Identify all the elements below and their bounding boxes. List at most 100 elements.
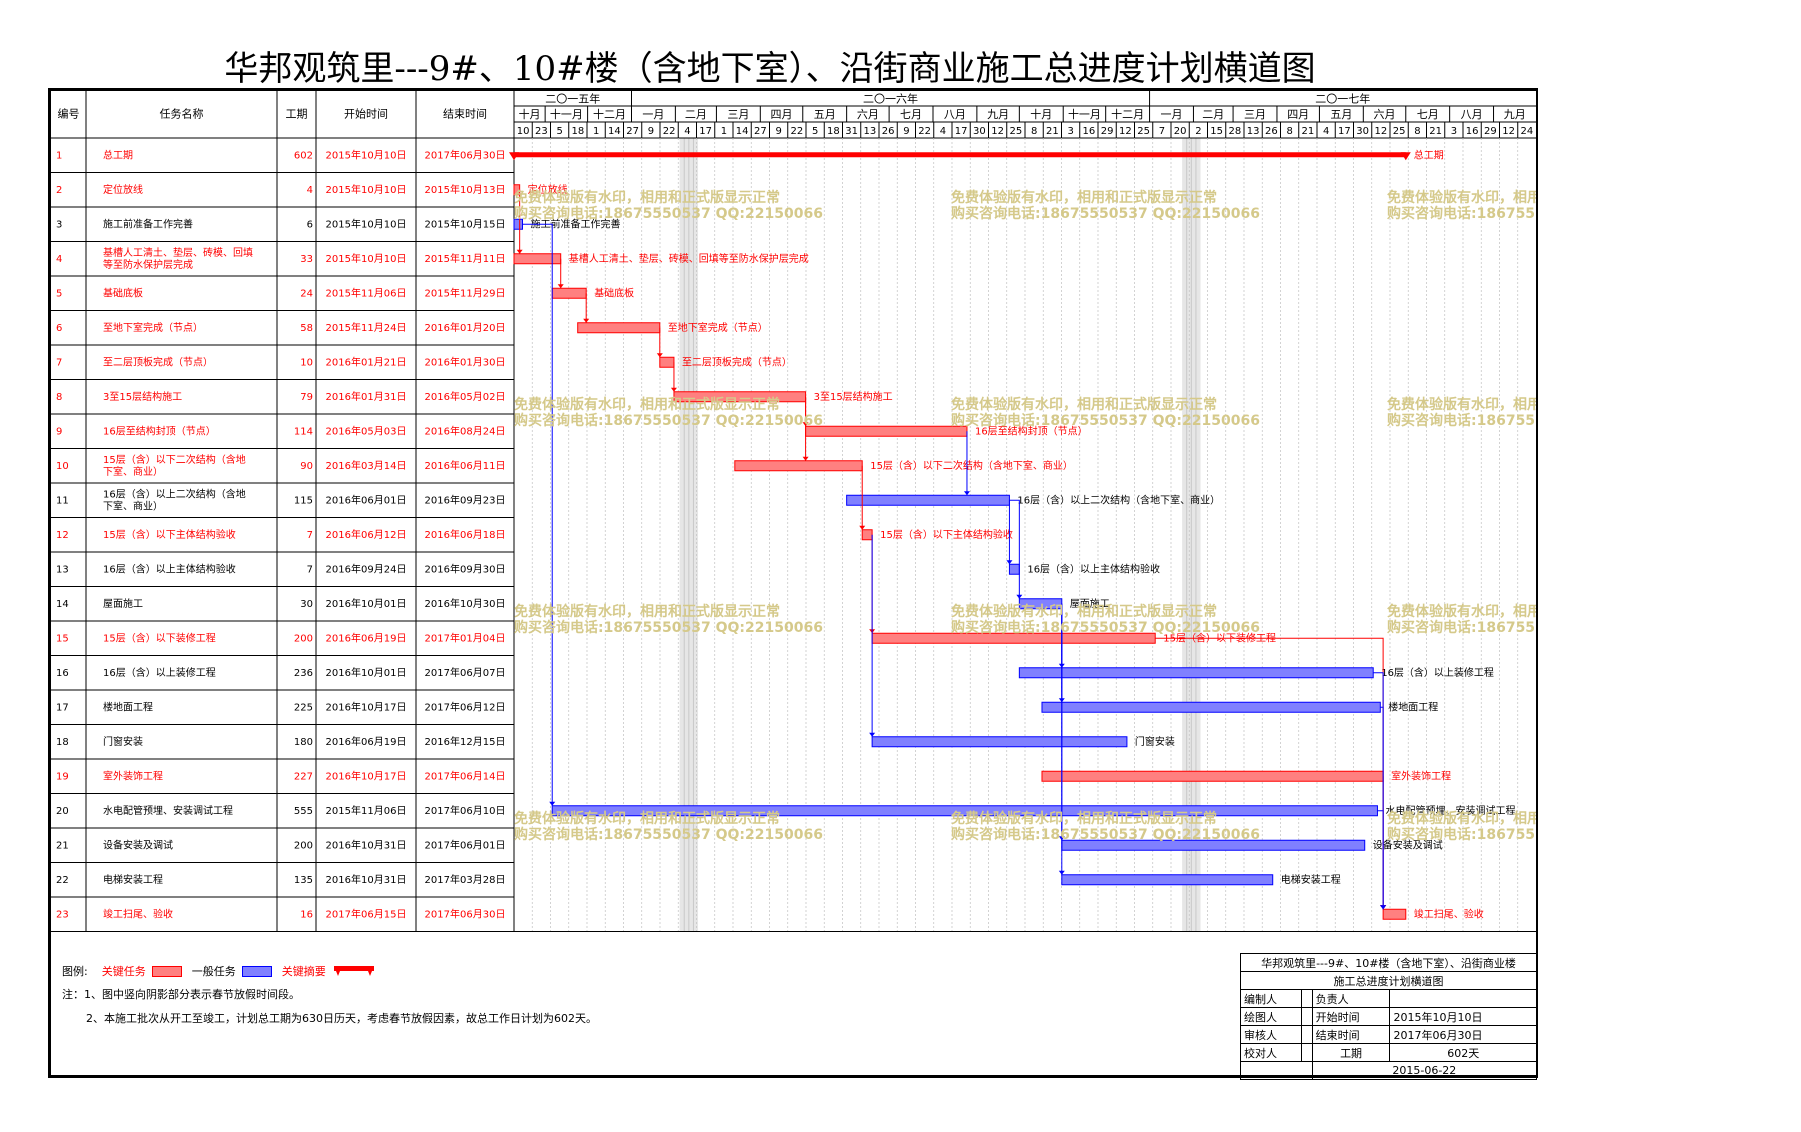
task-id: 10 [56, 461, 69, 472]
month-label: 五月 [1330, 108, 1352, 121]
task-duration: 236 [294, 668, 313, 679]
task-bar [513, 253, 562, 265]
day-tick-label: 30 [1356, 126, 1369, 137]
task-bar-label: 16层至结构封顶（节点） [975, 424, 1088, 437]
task-bar [846, 494, 1010, 506]
task-name: 16层（含）以上装修工程 [103, 666, 216, 679]
watermark-line: 免费体验版有水印，相用和正式版显示正常 [951, 603, 1217, 620]
day-tick-label: 30 [973, 126, 986, 137]
task-name: 总工期 [103, 148, 133, 161]
month-label: 三月 [1244, 108, 1266, 121]
watermark-line: 免费体验版有水印，相用和正式版显示正常 [951, 189, 1217, 206]
dependency-arrow [1058, 698, 1065, 703]
day-tick-label: 3 [1451, 126, 1457, 137]
task-end: 2017年06月30日 [425, 148, 506, 161]
task-end: 2016年06月11日 [425, 459, 506, 472]
task-bar [805, 425, 968, 437]
title-block-drawing: 施工总进度计划横道图 [1240, 971, 1537, 990]
day-tick-label: 4 [940, 126, 946, 137]
task-bar-label: 基槽人工清土、垫层、砖模、回填等至防水保护层完成 [569, 252, 809, 265]
task-bar-label: 至二层顶板完成（节点） [682, 355, 792, 368]
task-end: 2016年06月18日 [425, 528, 506, 541]
day-tick-label: 21 [1429, 126, 1442, 137]
day-tick-label: 4 [684, 126, 690, 137]
task-duration: 114 [294, 426, 313, 437]
task-end: 2017年01月04日 [425, 631, 506, 644]
task-name: 室外装饰工程 [103, 769, 163, 782]
column-header-start: 开始时间 [344, 107, 388, 121]
task-start: 2016年06月12日 [326, 528, 407, 541]
day-tick-label: 7 [1159, 126, 1165, 137]
task-end: 2015年10月15日 [425, 217, 506, 230]
month-label: 二月 [685, 108, 707, 121]
task-id: 7 [56, 357, 62, 368]
watermark-line: 免费体验版有水印，相用和正式版显示正常 [951, 810, 1217, 827]
dependency-arrow [1016, 594, 1023, 599]
watermark-line: 免费体验版有水印，相用和正式版显示正常 [1387, 603, 1536, 620]
task-id: 12 [56, 530, 69, 541]
task-bar-label: 16层（含）以上主体结构验收 [1027, 562, 1160, 575]
legend-critical-task-swatch [151, 965, 182, 977]
task-start: 2016年10月17日 [326, 769, 407, 782]
month-label: 一月 [642, 108, 664, 121]
legend-critical-task-label: 关键任务 [101, 965, 146, 978]
task-bar-label: 门窗安装 [1135, 735, 1175, 748]
dependency-arrow [583, 318, 590, 323]
task-duration: 227 [294, 771, 313, 782]
day-tick-label: 26 [882, 126, 895, 137]
dependency-arrow [1058, 870, 1065, 875]
title-block-value: 2015年10月10日 [1389, 1007, 1537, 1026]
month-label: 四月 [1287, 108, 1309, 121]
column-header-name: 任务名称 [160, 107, 204, 121]
title-block-value: 2017年06月30日 [1389, 1025, 1537, 1044]
task-duration: 90 [300, 461, 313, 472]
task-bar-label: 竣工扫尾、验收 [1414, 907, 1484, 920]
task-name: 16层（含）以上主体结构验收 [103, 562, 236, 575]
task-start: 2016年10月17日 [326, 700, 407, 713]
task-bar [861, 529, 873, 541]
month-label: 一月 [1161, 108, 1183, 121]
month-label: 十二月 [1111, 107, 1144, 121]
watermark-line: 购买咨询电话:18675550537 QQ:22150066 [514, 205, 823, 222]
day-tick-label: 2 [1195, 126, 1201, 137]
column-header-id: 编号 [58, 107, 80, 121]
watermark-line: 免费体验版有水印，相用和正式版显示正常 [951, 396, 1217, 413]
legend-critical-summary-label: 关键摘要 [281, 965, 326, 978]
task-end: 2016年09月23日 [425, 493, 506, 506]
task-start: 2016年06月19日 [326, 631, 407, 644]
watermark-line: 购买咨询电话:18675550537 QQ:22150066 [1387, 205, 1536, 222]
task-duration: 7 [307, 530, 313, 541]
task-name: 3至15层结构施工 [103, 390, 182, 403]
watermark-line: 购买咨询电话:18675550537 QQ:22150066 [951, 205, 1260, 222]
task-duration: 602 [294, 150, 313, 161]
dependency-arrow [557, 284, 564, 289]
note-1: 注：1、图中竖向阴影部分表示春节放假时间段。 [62, 988, 300, 1001]
task-start: 2015年10月10日 [326, 217, 407, 230]
title-block-date: 2015-06-22 [1311, 1061, 1538, 1080]
task-id: 23 [56, 909, 69, 920]
day-tick-label: 23 [535, 126, 548, 137]
task-bar-label: 屋面施工 [1070, 597, 1110, 610]
task-duration: 33 [300, 254, 313, 265]
day-tick-label: 26 [1265, 126, 1278, 137]
task-id: 15 [56, 633, 69, 644]
task-bar-label: 15层（含）以下主体结构验收 [880, 528, 1013, 541]
title-block-project: 华邦观筑里---9#、10#楼（含地下室）、沿街商业楼 [1240, 953, 1537, 972]
task-end: 2017年06月14日 [425, 769, 506, 782]
task-bar [871, 736, 1128, 748]
task-bar [577, 322, 661, 334]
task-duration: 58 [300, 323, 313, 334]
task-name: 15层（含）以下装修工程 [103, 631, 216, 644]
task-bar-label: 15层（含）以下二次结构（含地下室、商业） [870, 459, 1073, 472]
task-name: 下室、商业） [103, 499, 163, 512]
task-duration: 115 [294, 495, 313, 506]
task-duration: 30 [300, 599, 313, 610]
title-block-value [1301, 1043, 1313, 1062]
day-tick-label: 16 [1466, 126, 1479, 137]
dependency-arrow [516, 249, 523, 254]
task-duration: 4 [307, 185, 313, 196]
month-label: 十一月 [550, 107, 583, 121]
month-label: 八月 [944, 108, 966, 121]
legend-critical-summary-swatch [333, 966, 374, 976]
day-tick-label: 25 [1137, 126, 1150, 137]
